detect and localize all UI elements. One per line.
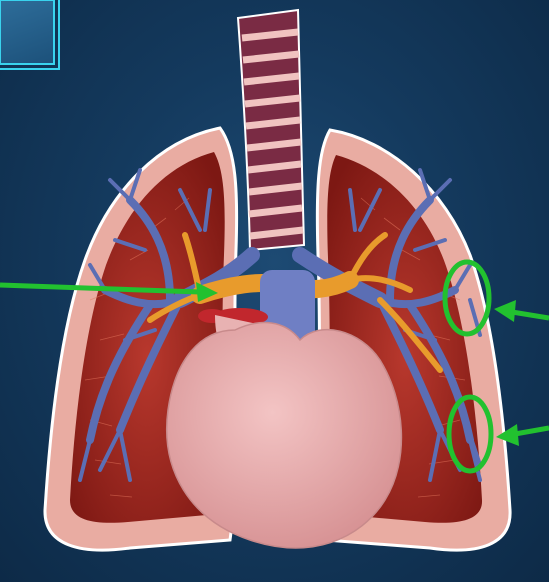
annotation-arrow-lower xyxy=(515,428,549,434)
trachea xyxy=(238,10,304,250)
annotation-arrowhead-upper xyxy=(494,300,516,322)
annotation-arrow-upper xyxy=(512,312,549,318)
